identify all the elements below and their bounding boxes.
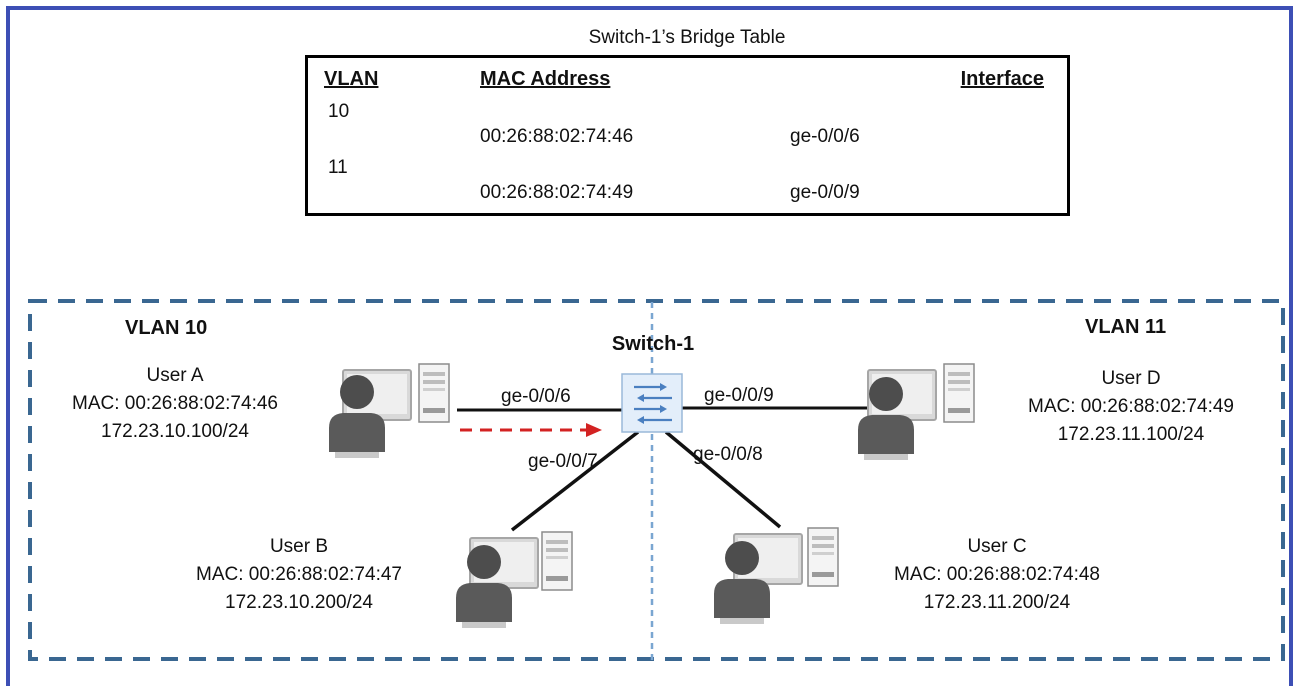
header-vlan: VLAN <box>324 68 379 90</box>
bridge-table: VLAN MAC Address Interface 10 00:26:88:0… <box>305 55 1070 216</box>
user-a-workstation-icon <box>329 363 450 458</box>
frame-arrow-head <box>586 423 602 437</box>
user-b-name: User B <box>269 536 329 557</box>
user-d-mac: MAC: 00:26:88:02:74:49 <box>1028 396 1234 417</box>
user-a-name: User A <box>146 365 204 386</box>
topology-graphics <box>28 299 1285 661</box>
user-c-ip: 172.23.11.200/24 <box>923 592 1071 613</box>
port-label-ge-0-0-6: ge-0/0/6 <box>501 386 571 407</box>
link-user-b <box>510 430 640 532</box>
vlan-10-label: VLAN 10 <box>125 317 208 339</box>
header-mac-address: MAC Address <box>480 68 611 90</box>
switch-icon <box>621 373 683 433</box>
port-label-ge-0-0-9: ge-0/0/9 <box>704 385 774 406</box>
user-b-ip: 172.23.10.200/24 <box>225 592 373 613</box>
port-label-ge-0-0-8: ge-0/0/8 <box>693 444 763 465</box>
user-d-workstation-icon <box>858 363 975 460</box>
header-interface: Interface <box>960 68 1044 90</box>
table-mac-cell: 00:26:88:02:74:46 <box>480 126 634 147</box>
port-label-ge-0-0-7: ge-0/0/7 <box>528 451 598 472</box>
user-c-workstation-icon <box>714 527 839 624</box>
vlan-11-label: VLAN 11 <box>1085 316 1167 338</box>
table-interface-cell: ge-0/0/6 <box>790 126 860 147</box>
user-a-ip: 172.23.10.100/24 <box>101 421 249 442</box>
link-user-c <box>664 430 782 529</box>
user-d-name: User D <box>1101 368 1161 389</box>
network-diagram: Switch-1’s Bridge Table VLAN MAC Address… <box>6 6 1293 686</box>
user-a-mac: MAC: 00:26:88:02:74:46 <box>72 393 278 414</box>
bridge-table-title: Switch-1’s Bridge Table <box>588 27 786 48</box>
user-b-mac: MAC: 00:26:88:02:74:47 <box>196 564 402 585</box>
user-d-ip: 172.23.11.100/24 <box>1057 424 1205 445</box>
switch-label: Switch-1 <box>611 333 695 355</box>
vlan-boundary <box>28 299 1285 661</box>
outer-frame <box>6 6 1293 686</box>
table-vlan-cell: 11 <box>328 157 348 178</box>
user-b-workstation-icon <box>456 531 573 628</box>
table-vlan-cell: 10 <box>328 101 350 122</box>
table-mac-cell: 00:26:88:02:74:49 <box>480 182 634 203</box>
table-interface-cell: ge-0/0/9 <box>790 182 860 203</box>
user-c-name: User C <box>967 536 1027 557</box>
user-c-mac: MAC: 00:26:88:02:74:48 <box>894 564 1100 585</box>
